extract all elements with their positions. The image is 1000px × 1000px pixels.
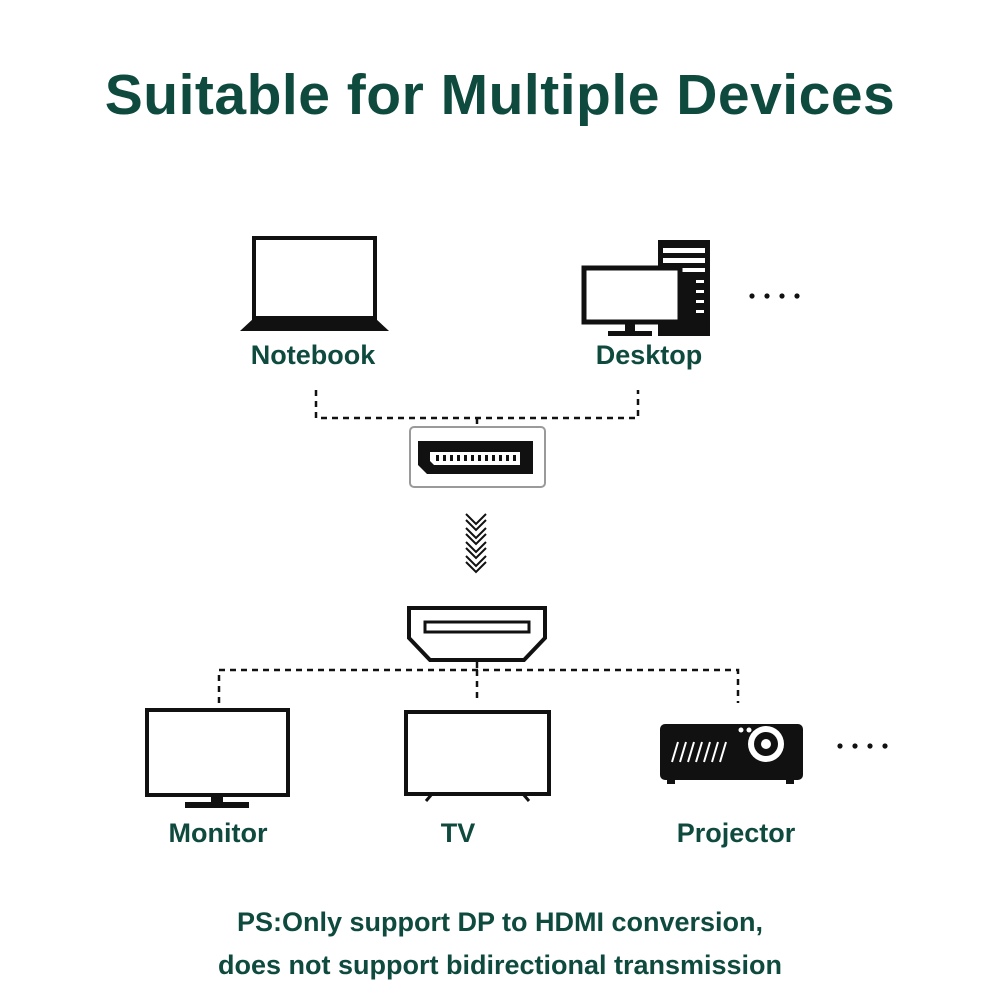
note-line-2: does not support bidirectional transmiss… (217, 950, 783, 980)
tv-icon (404, 710, 551, 802)
more-sources-ellipsis-icon (749, 293, 800, 299)
hdmi-connector-icon (407, 606, 547, 662)
source-connector-lines (314, 390, 640, 428)
desktop-label: Desktop (595, 340, 703, 370)
displayport-connector-icon (409, 426, 546, 488)
monitor-icon (145, 708, 290, 808)
more-targets-ellipsis-icon (837, 743, 888, 749)
notebook-label: Notebook (250, 340, 376, 370)
target-connector-lines (217, 662, 740, 703)
projector-icon (660, 724, 803, 784)
page-title: Suitable for Multiple Devices (104, 63, 896, 127)
desktop-computer-icon (581, 240, 710, 336)
down-chevrons-icon (465, 513, 487, 574)
projector-label: Projector (676, 818, 796, 848)
note-line-1: PS:Only support DP to HDMI conversion, (236, 907, 764, 937)
tv-label: TV (440, 818, 476, 848)
monitor-label: Monitor (168, 818, 268, 848)
laptop-icon (240, 236, 389, 331)
